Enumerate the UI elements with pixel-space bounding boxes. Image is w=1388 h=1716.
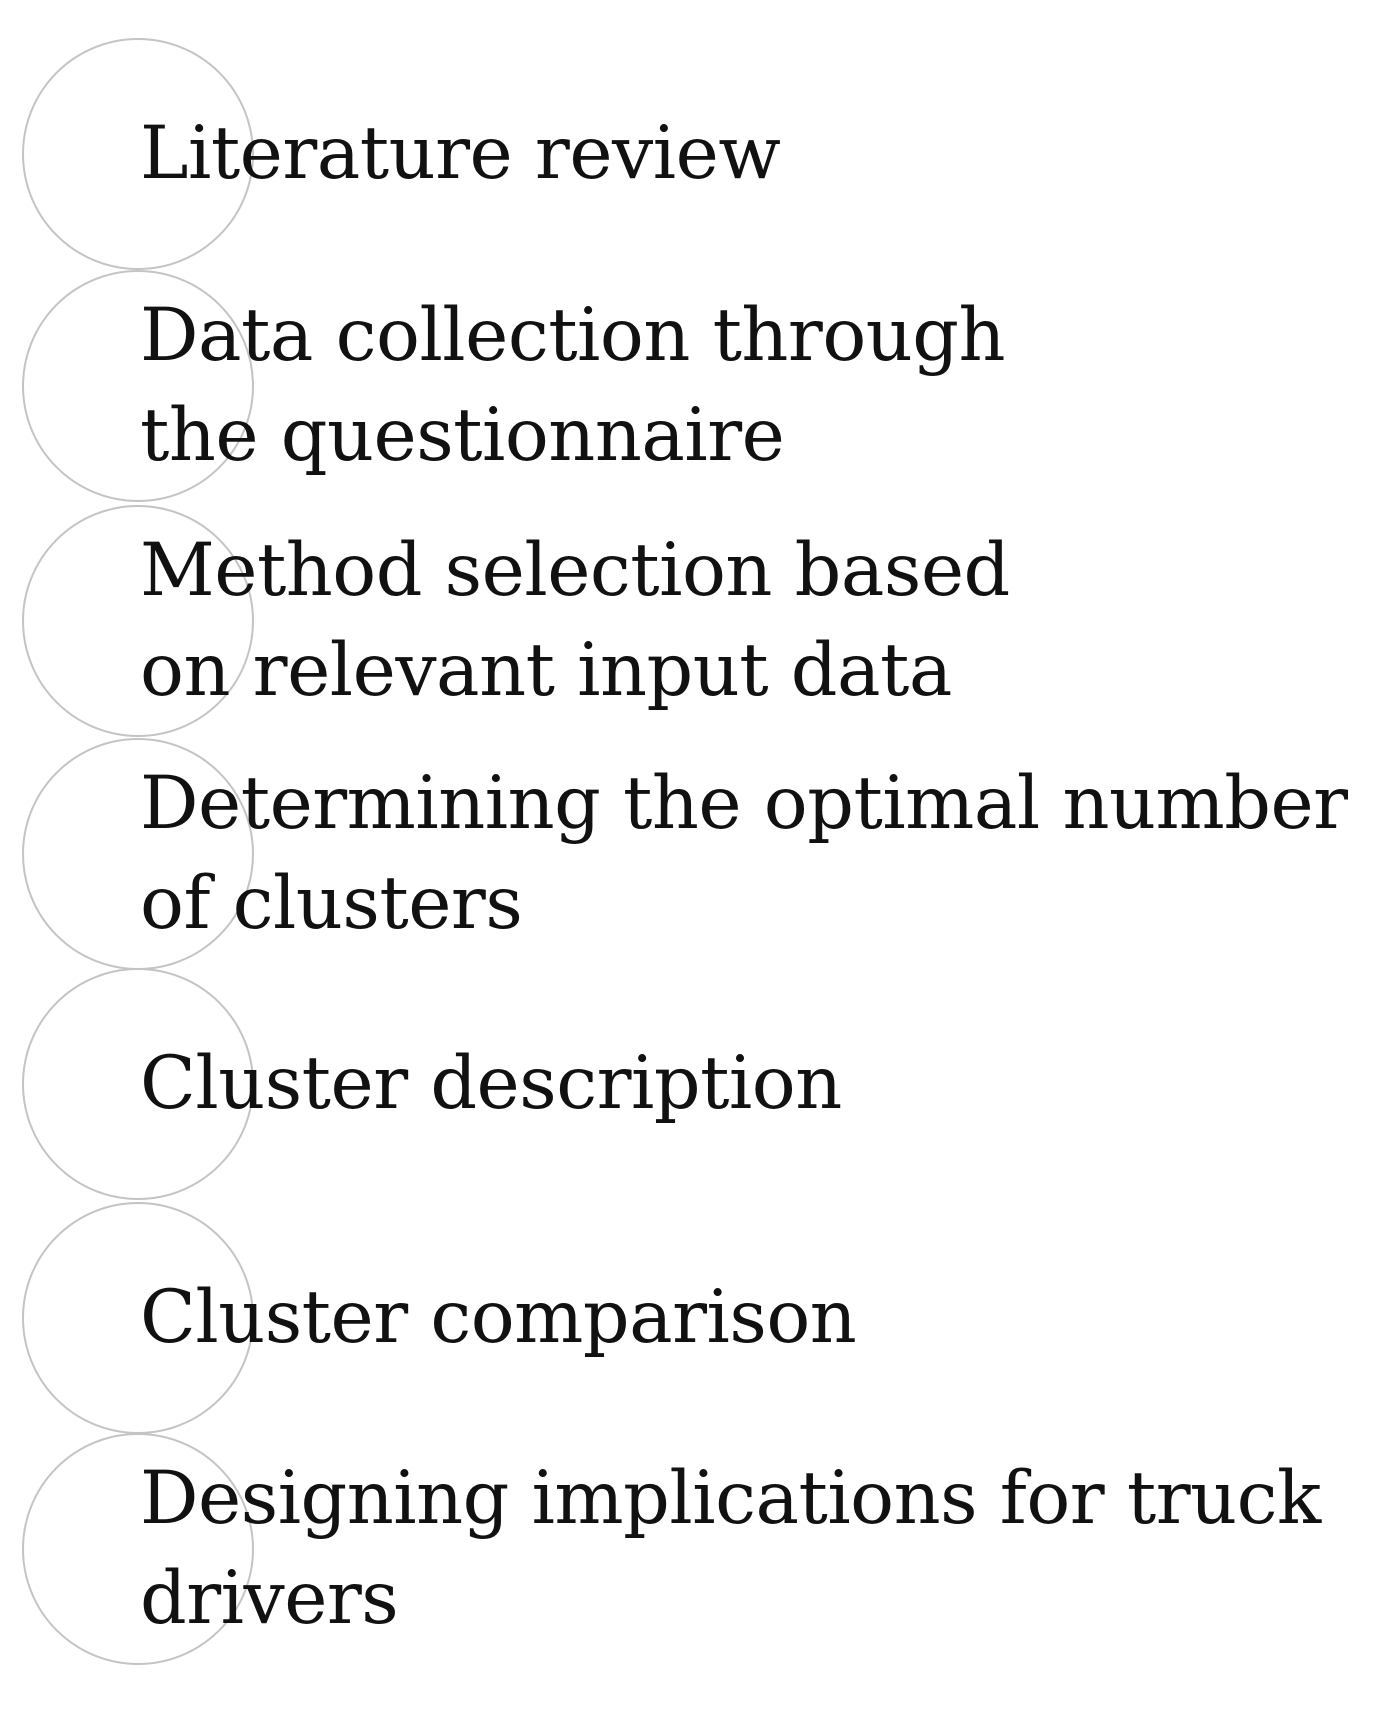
step-method-selection: Method selection based on relevant input… bbox=[0, 505, 1388, 741]
step-designing-implications: Designing implications for truck drivers bbox=[0, 1433, 1388, 1669]
step-circle bbox=[22, 505, 254, 737]
step-label: Method selection based on relevant input… bbox=[140, 528, 1010, 713]
step-label: Data collection through the questionnair… bbox=[140, 293, 1006, 478]
step-circle bbox=[22, 968, 254, 1200]
step-label: Designing implications for truck drivers bbox=[140, 1456, 1321, 1641]
step-literature-review: Literature review bbox=[0, 38, 1388, 274]
step-optimal-clusters: Determining the optimal number of cluste… bbox=[0, 738, 1388, 974]
step-label: Cluster description bbox=[140, 1041, 842, 1126]
step-label: Literature review bbox=[140, 111, 781, 196]
step-label: Cluster comparison bbox=[140, 1275, 857, 1360]
step-circle bbox=[22, 38, 254, 270]
step-data-collection: Data collection through the questionnair… bbox=[0, 270, 1388, 506]
step-label: Determining the optimal number of cluste… bbox=[140, 761, 1348, 946]
step-cluster-comparison: Cluster comparison bbox=[0, 1202, 1388, 1438]
step-cluster-description: Cluster description bbox=[0, 968, 1388, 1204]
step-circle bbox=[22, 1433, 254, 1665]
step-circle bbox=[22, 270, 254, 502]
